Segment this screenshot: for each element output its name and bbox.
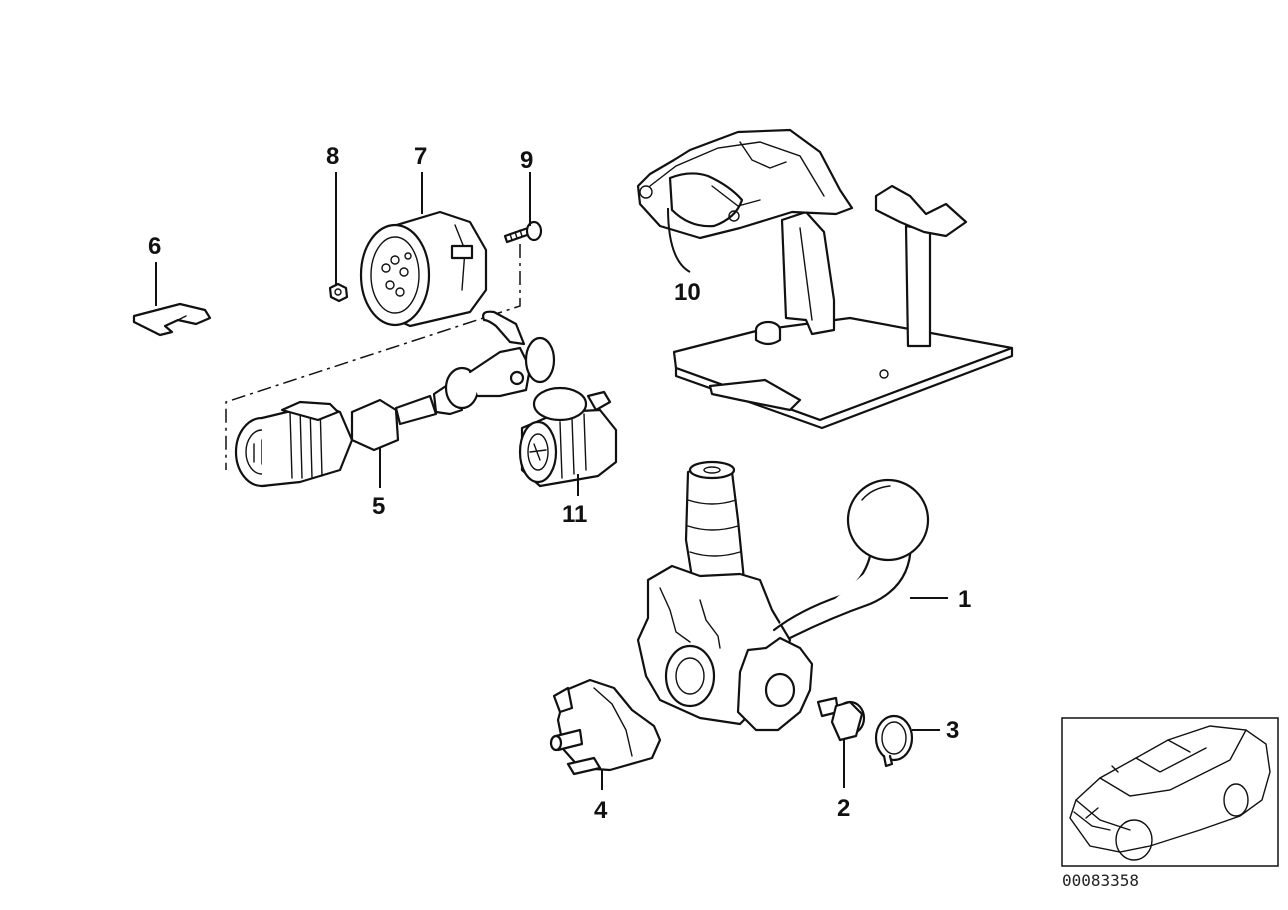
part-10-holder-bracket: [636, 128, 1014, 430]
part-4-cover: [549, 678, 662, 776]
callout-9: 9: [520, 147, 533, 174]
part-3-ring-clip: [874, 714, 914, 768]
callout-1: 1: [958, 586, 971, 613]
callout-7: 7: [414, 143, 427, 170]
part-5-adapter-cable: [234, 310, 556, 488]
vehicle-thumbnail: [1061, 717, 1279, 867]
part-6-clip: [132, 302, 212, 337]
document-number: 00083358: [1062, 871, 1139, 890]
callout-5: 5: [372, 493, 385, 520]
callout-8: 8: [326, 143, 339, 170]
part-9-screw: [503, 220, 543, 244]
part-1-tow-ball-assembly: [636, 460, 930, 732]
assembly-line: [225, 244, 521, 470]
part-8-nut: [328, 282, 349, 303]
callout-11: 11: [562, 501, 587, 528]
part-11-socket: [518, 386, 618, 488]
callout-3: 3: [946, 717, 959, 744]
leader-lines: [155, 172, 948, 790]
part-7-socket-housing: [359, 210, 488, 328]
callout-6: 6: [148, 233, 161, 260]
callout-4: 4: [594, 797, 608, 824]
callout-2: 2: [837, 795, 850, 822]
part-2-cap: [816, 696, 866, 742]
callout-10: 10: [674, 279, 701, 306]
